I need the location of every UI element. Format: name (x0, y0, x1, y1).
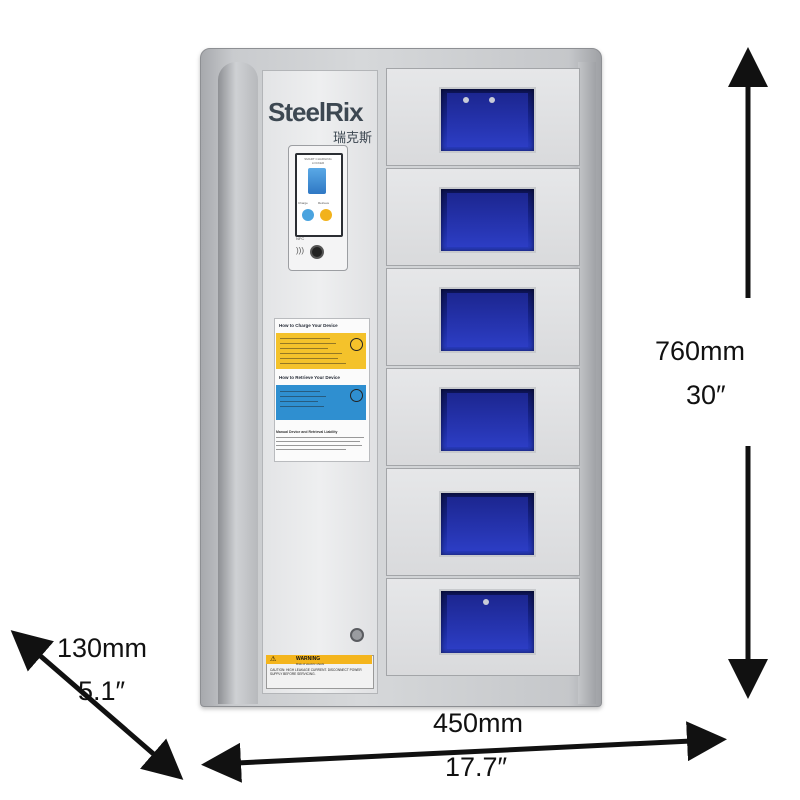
brand-logo: SteelRix (268, 97, 364, 127)
compartment-door-5[interactable] (386, 468, 580, 576)
text-line (276, 437, 364, 438)
height-mm-label: 760mm (655, 336, 746, 366)
warning-bar (266, 655, 372, 664)
retrieve-option-button[interactable] (320, 209, 332, 221)
cabinet-left-rail (218, 62, 258, 704)
compartment-window (439, 287, 536, 353)
height-in-label: 30″ (686, 380, 726, 410)
compartment-door-1[interactable] (386, 68, 580, 166)
text-line (280, 358, 338, 359)
compartment-window (439, 387, 536, 453)
liability-heading: Manual Device and Retrieval Liability (276, 430, 338, 434)
camera-icon (310, 245, 324, 259)
depth-arrow (10, 630, 184, 780)
depth-in-label: 5.1″ (78, 676, 126, 706)
text-line (276, 441, 360, 442)
compartment-door-3[interactable] (386, 268, 580, 366)
screen-title: SMART CHARGING LOCKER (304, 157, 332, 165)
hook-icon (489, 97, 495, 103)
option-retrieve-label: Retrieve (318, 201, 330, 205)
key-lock[interactable] (350, 628, 364, 642)
width-mm-label: 450mm (433, 708, 524, 738)
kiosk-brand: NFC (296, 236, 305, 241)
compartment-door-2[interactable] (386, 168, 580, 266)
text-line (280, 396, 326, 397)
touch-screen[interactable] (295, 153, 343, 237)
compartment-door-6[interactable] (386, 578, 580, 676)
option-charge-label: Charge (298, 201, 308, 205)
lightning-icon (350, 338, 363, 351)
locker-graphic-icon (308, 168, 326, 194)
text-line (280, 391, 320, 392)
text-line (280, 338, 330, 339)
hook-icon (463, 97, 469, 103)
retrieve-heading: How to Retrieve Your Device (279, 375, 340, 380)
compartment-window (439, 589, 536, 655)
charge-heading: How to Charge Your Device (279, 323, 338, 328)
width-in-label: 17.7″ (445, 752, 508, 782)
text-line (276, 445, 362, 446)
text-line (280, 401, 318, 402)
nfc-icon: ))) (296, 246, 304, 255)
text-line (280, 343, 336, 344)
text-line (280, 348, 328, 349)
unlock-icon (350, 389, 363, 402)
compartment-window (439, 87, 536, 153)
cabinet-right-rail (578, 62, 596, 704)
warning-triangle-icon: ⚠ (270, 656, 277, 663)
hook-icon (483, 599, 489, 605)
depth-mm-label: 130mm (57, 633, 148, 663)
warning-title: WARNING (296, 656, 321, 662)
width-arrow (201, 721, 727, 783)
charge-option-button[interactable] (302, 209, 314, 221)
compartment-window (439, 187, 536, 253)
charge-steps-block (276, 333, 366, 369)
retrieve-steps-block (276, 385, 366, 420)
text-line (280, 363, 346, 364)
brand-logo-cn: 瑞克斯 (333, 130, 373, 145)
warning-text: CAUTION: HIGH LEAKAGE CURRENT. DISCONNEC… (270, 668, 362, 676)
text-line (276, 449, 346, 450)
warning-subtitle: Risk of electric shock (296, 662, 325, 666)
text-line (280, 406, 324, 407)
compartment-window (439, 491, 536, 557)
compartment-door-4[interactable] (386, 368, 580, 466)
text-line (280, 353, 342, 354)
